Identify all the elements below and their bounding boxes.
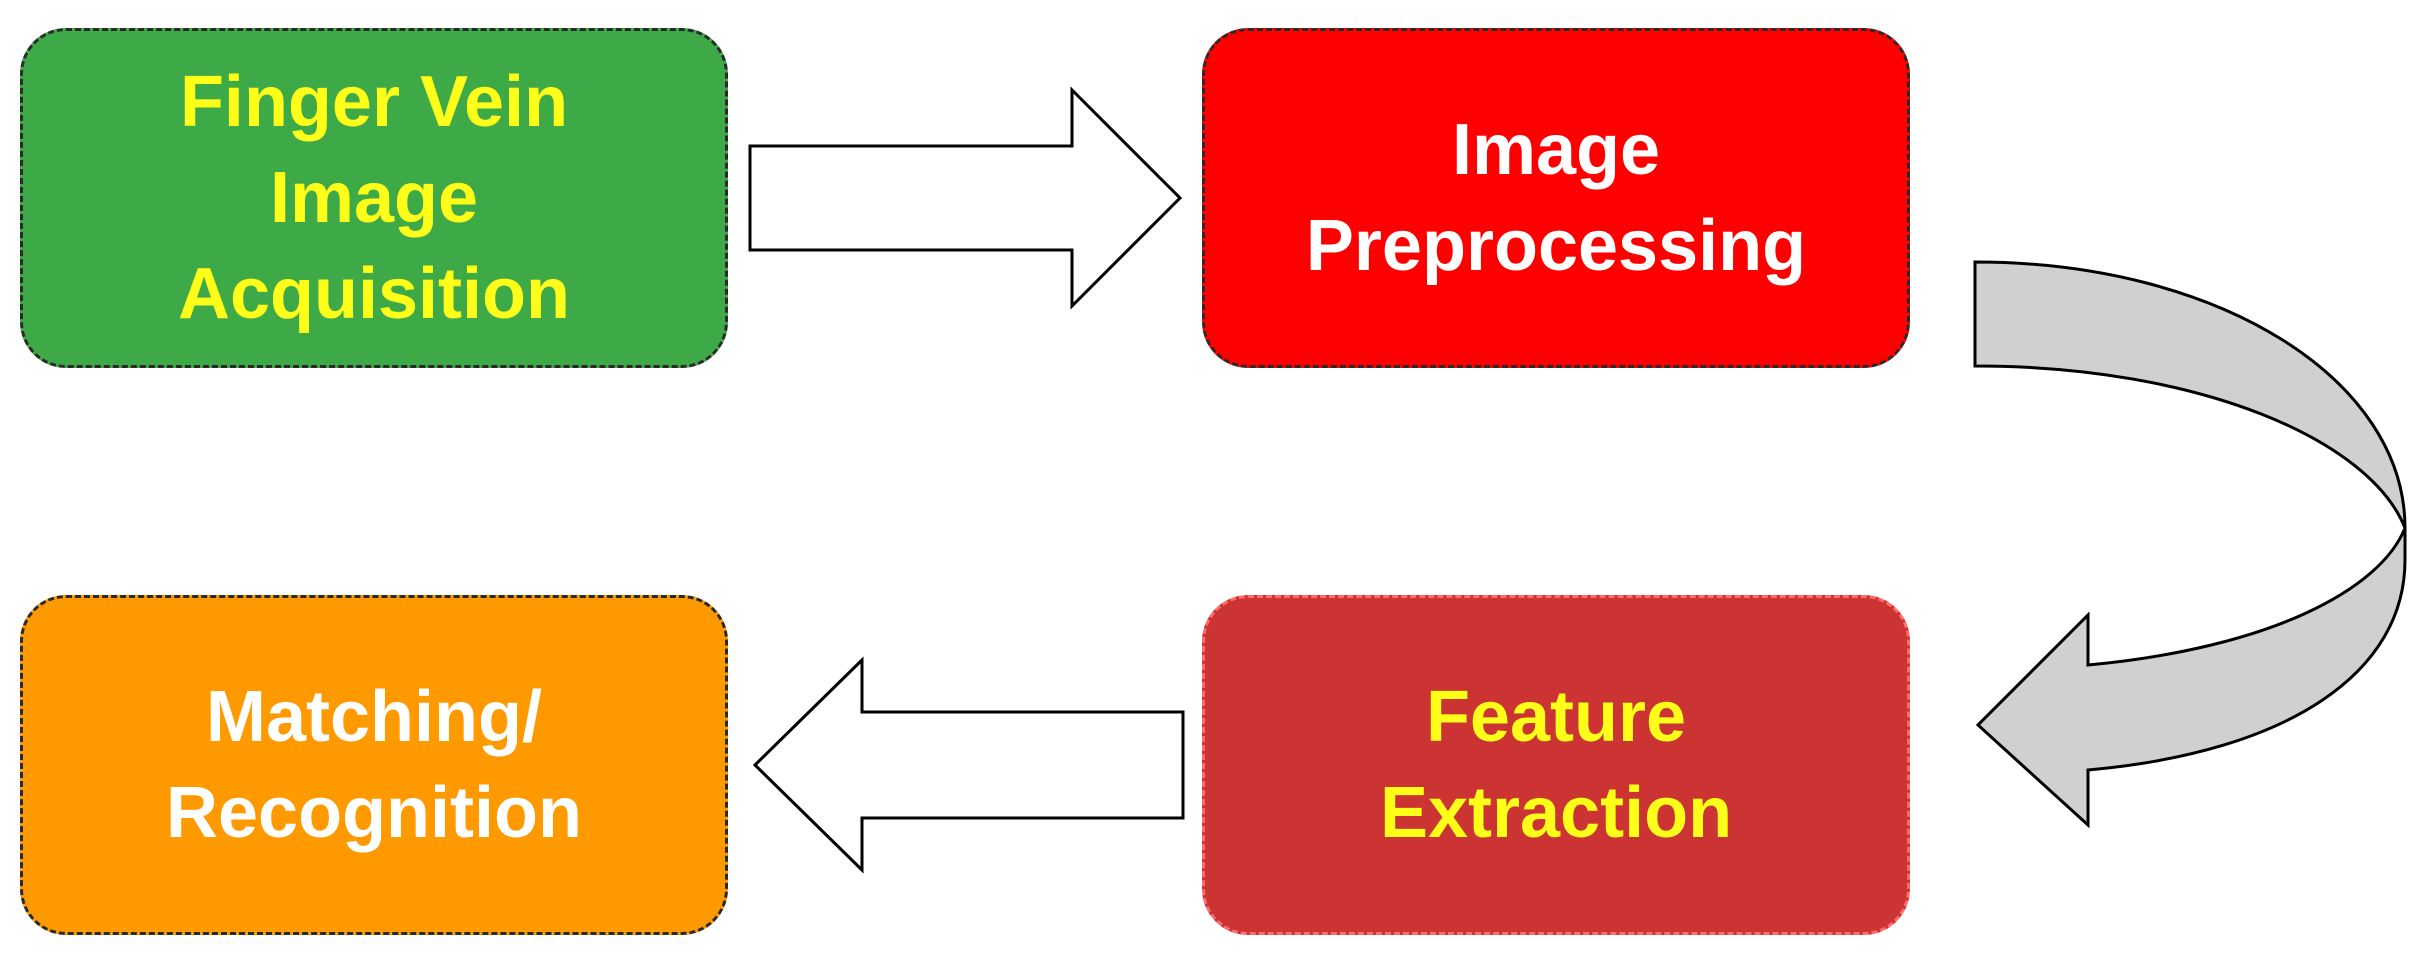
step-label-line: Preprocessing: [1305, 206, 1807, 286]
step-box-image-preprocessing: Image Preprocessing: [1202, 28, 1910, 368]
curved-arrow-icon: [1973, 260, 2407, 829]
step-label-line: Image: [1451, 110, 1661, 190]
step-label-line: Matching/: [206, 677, 542, 757]
step-label-line: Acquisition: [178, 254, 570, 334]
step-box-feature-extraction: Feature Extraction: [1202, 595, 1910, 935]
step-label-line: Extraction: [1379, 773, 1733, 853]
step-label-line: Recognition: [166, 773, 582, 853]
right-arrow-icon: [748, 86, 1183, 310]
step-label-line: Feature: [1425, 677, 1687, 757]
step-box-matching-recognition: Matching/ Recognition: [20, 595, 728, 935]
left-arrow-icon: [752, 656, 1185, 874]
step-label-line: Finger Vein: [179, 62, 569, 142]
step-label-line: Image: [269, 158, 479, 238]
step-box-image-acquisition: Finger Vein Image Acquisition: [20, 28, 728, 368]
